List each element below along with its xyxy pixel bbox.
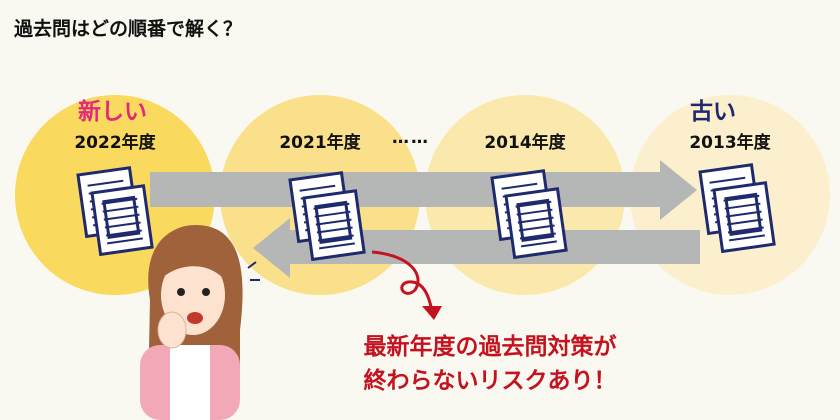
year-label-2022: 2022年度: [74, 133, 156, 153]
warning-message: 最新年度の過去問対策が 終わらないリスクあり！: [300, 330, 680, 398]
arrow-backward: [253, 218, 700, 278]
ellipsis: ……: [392, 128, 430, 148]
year-label-2021: 2021年度: [279, 133, 361, 153]
label-oldest: 古い: [690, 99, 736, 125]
year-label-2014: 2014年度: [484, 133, 566, 153]
warning-line-2: 終わらないリスクあり！: [363, 368, 617, 394]
curved-arrow: [371, 250, 434, 313]
label-newest: 新しい: [78, 99, 147, 125]
worried-woman-illustration: [140, 225, 260, 420]
warning-line-1: 最新年度の過去問対策が: [363, 334, 617, 360]
year-label-2013: 2013年度: [689, 133, 771, 153]
page-title: 過去問はどの順番で解く？: [14, 18, 243, 40]
